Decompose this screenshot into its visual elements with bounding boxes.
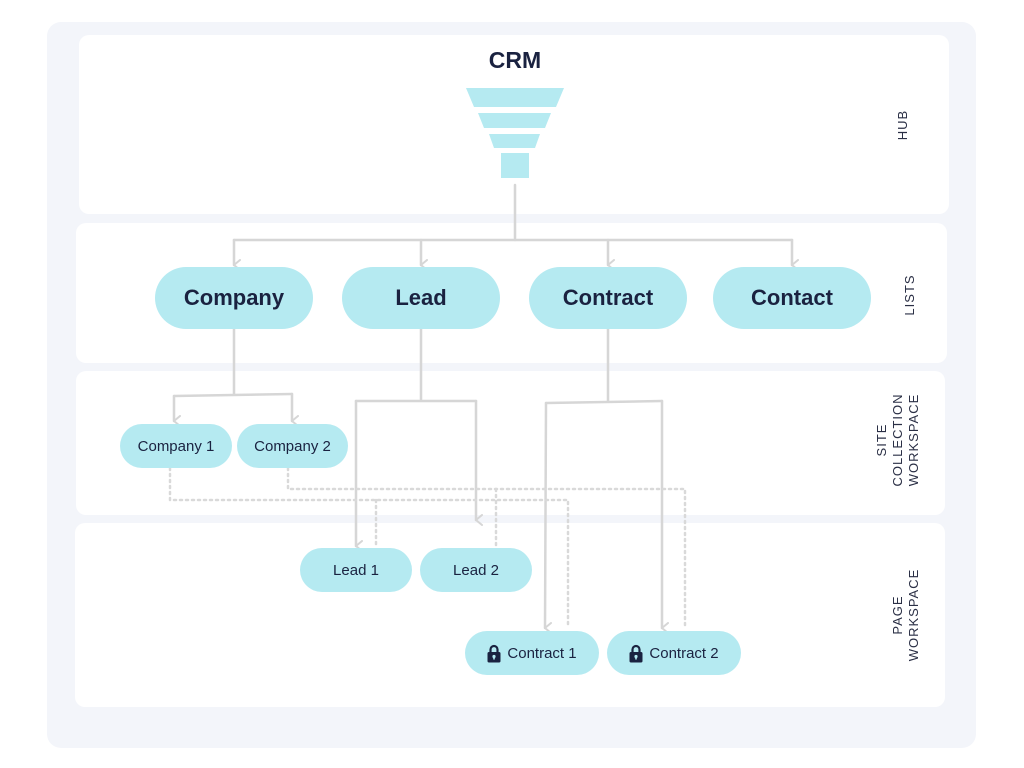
site-node-company-1[interactable]: Company 1 — [120, 424, 232, 468]
page-node-contract-2[interactable]: Contract 2 — [607, 631, 741, 675]
tier-label-line: WORKSPACE — [906, 568, 921, 662]
contract-label: Contract 1 — [507, 644, 577, 662]
page-node-lead-1[interactable]: Lead 1 — [300, 548, 412, 592]
lock-icon — [487, 644, 501, 663]
tier-label-line: WORKSPACE — [906, 393, 921, 487]
list-node-company[interactable]: Company — [155, 267, 313, 329]
contract-label: Contract 2 — [649, 644, 719, 662]
tier-label-lists: LISTS — [902, 274, 917, 316]
tier-label-site-collection-workspace: SITE COLLECTION WORKSPACE — [874, 370, 922, 510]
tier-label-page-workspace: PAGE WORKSPACE — [890, 545, 922, 685]
lock-icon — [629, 644, 643, 663]
tier-label-line: SITE — [874, 423, 889, 457]
page-node-contract-1[interactable]: Contract 1 — [465, 631, 599, 675]
tier-label-hub: HUB — [895, 109, 910, 141]
tier-label-line: COLLECTION — [890, 393, 905, 487]
dotted-relation-lines — [168, 466, 687, 630]
tier-label-line: PAGE — [890, 595, 905, 635]
hub-to-lists-connector — [232, 183, 799, 271]
site-node-company-2[interactable]: Company 2 — [237, 424, 348, 468]
contract-to-pages-connector — [543, 327, 669, 635]
list-node-lead[interactable]: Lead — [342, 267, 500, 329]
list-node-contract[interactable]: Contract — [529, 267, 687, 329]
company-to-sites-connector — [172, 327, 299, 427]
hub-title: CRM — [488, 47, 542, 73]
list-node-contact[interactable]: Contact — [713, 267, 871, 329]
page-node-lead-2[interactable]: Lead 2 — [420, 548, 532, 592]
funnel-icon — [466, 88, 564, 178]
lead-to-pages-connector — [354, 327, 483, 552]
